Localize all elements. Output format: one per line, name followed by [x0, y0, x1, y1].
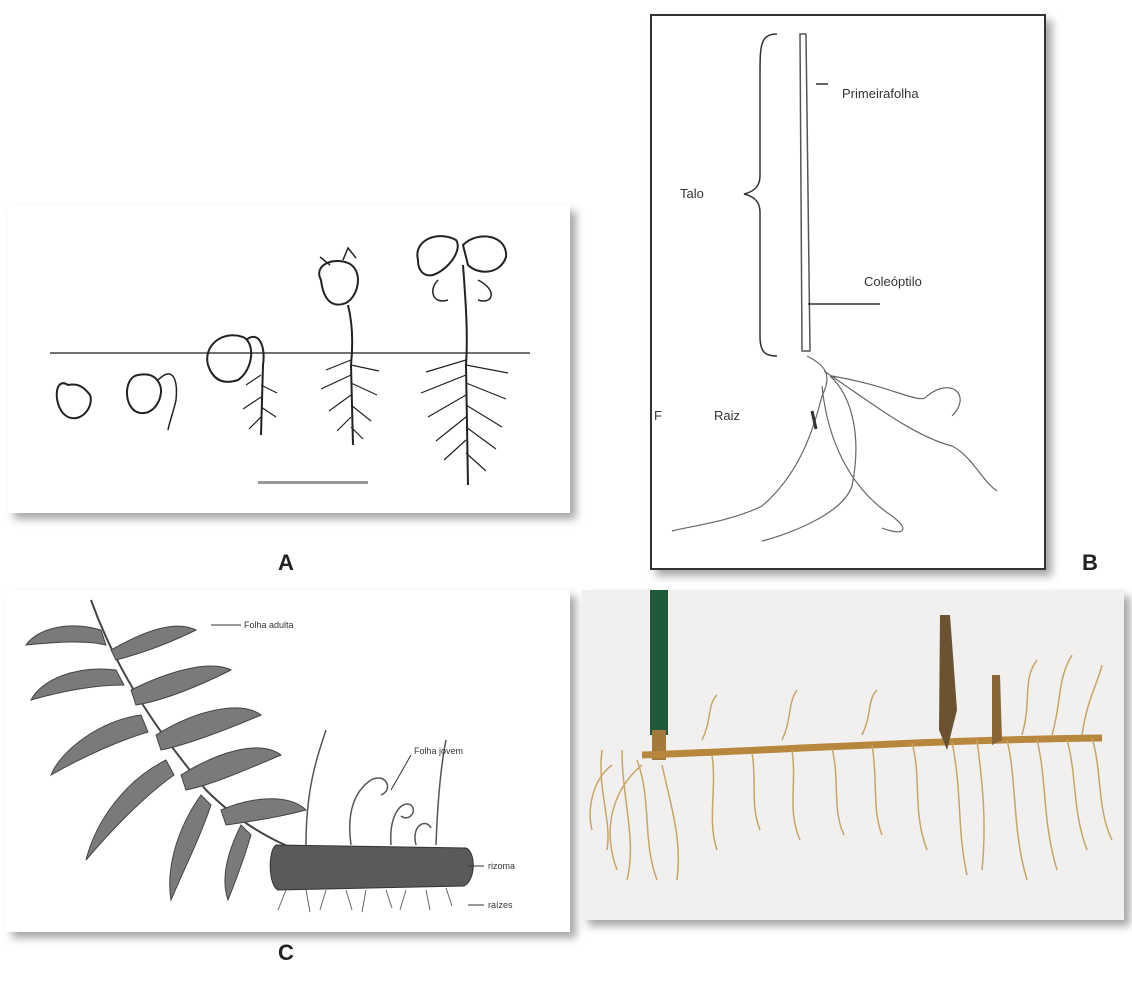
seed-stage-2: [127, 374, 176, 430]
label-talo: Talo: [680, 186, 704, 201]
fern-fronds: [26, 626, 306, 900]
label-f-mark: F: [654, 408, 662, 423]
monocot-seedling-illustration: Primeirafolha Talo Coleóptilo Raiz F: [652, 16, 1044, 568]
panel-label-c: C: [278, 940, 294, 966]
fern-rhizome-illustration: Folha adulta Folha jovem rizoma raízes: [6, 590, 570, 932]
germination-stages-illustration: [8, 205, 570, 513]
roots: [672, 356, 997, 541]
panel-b-seedling-drawing: Primeirafolha Talo Coleóptilo Raiz F: [650, 14, 1046, 570]
stem-brace: [744, 34, 777, 356]
label-folha-jovem: Folha jovem: [414, 746, 463, 756]
seedling-stage-5: [417, 236, 508, 485]
panel-label-a: A: [278, 550, 294, 576]
rhizome-photo-illustration: [582, 590, 1124, 920]
rhizome: [270, 845, 473, 890]
roots-underside: [278, 888, 452, 912]
seedling-stage-4: [319, 248, 379, 445]
label-rizoma: rizoma: [488, 861, 515, 871]
panel-d-rhizome-photo: [582, 590, 1124, 920]
green-stem: [650, 590, 668, 735]
label-coleoptilo: Coleóptilo: [864, 274, 922, 289]
panel-c-fern-drawing: Folha adulta Folha jovem rizoma raízes: [6, 590, 570, 932]
label-primeira-folha: Primeirafolha: [842, 86, 919, 101]
panel-label-b: B: [1082, 550, 1098, 576]
seedling-stage-3: [207, 335, 277, 435]
panel-a-germination-drawing: [8, 205, 570, 513]
label-folha-adulta: Folha adulta: [244, 620, 294, 630]
label-raiz: Raiz: [714, 408, 740, 423]
seed-stage-1: [57, 383, 91, 418]
label-raizes: raízes: [488, 900, 513, 910]
caption-scribble: [258, 481, 368, 484]
